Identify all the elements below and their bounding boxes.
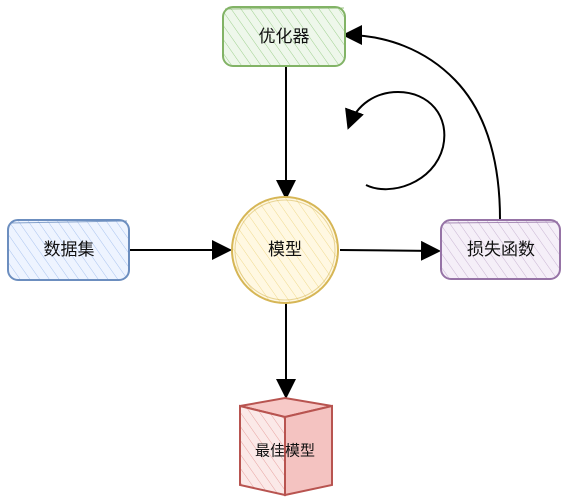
node-model: 模型 — [231, 196, 339, 304]
node-model-label: 模型 — [268, 240, 302, 260]
edge-loss-to-optimizer — [342, 25, 501, 220]
node-optimizer-label: 优化器 — [259, 27, 310, 47]
cycle-arrow-icon — [345, 90, 446, 191]
node-optimizer: 优化器 — [222, 6, 346, 67]
node-best-model: 最佳模型 — [239, 396, 333, 497]
node-dataset: 数据集 — [7, 219, 130, 281]
node-best-model-label: 最佳模型 — [255, 442, 315, 460]
node-loss-function-label: 损失函数 — [467, 240, 535, 260]
node-dataset-label: 数据集 — [44, 240, 95, 260]
node-loss-function: 损失函数 — [440, 219, 561, 280]
edge-model-to-loss — [339, 240, 441, 261]
